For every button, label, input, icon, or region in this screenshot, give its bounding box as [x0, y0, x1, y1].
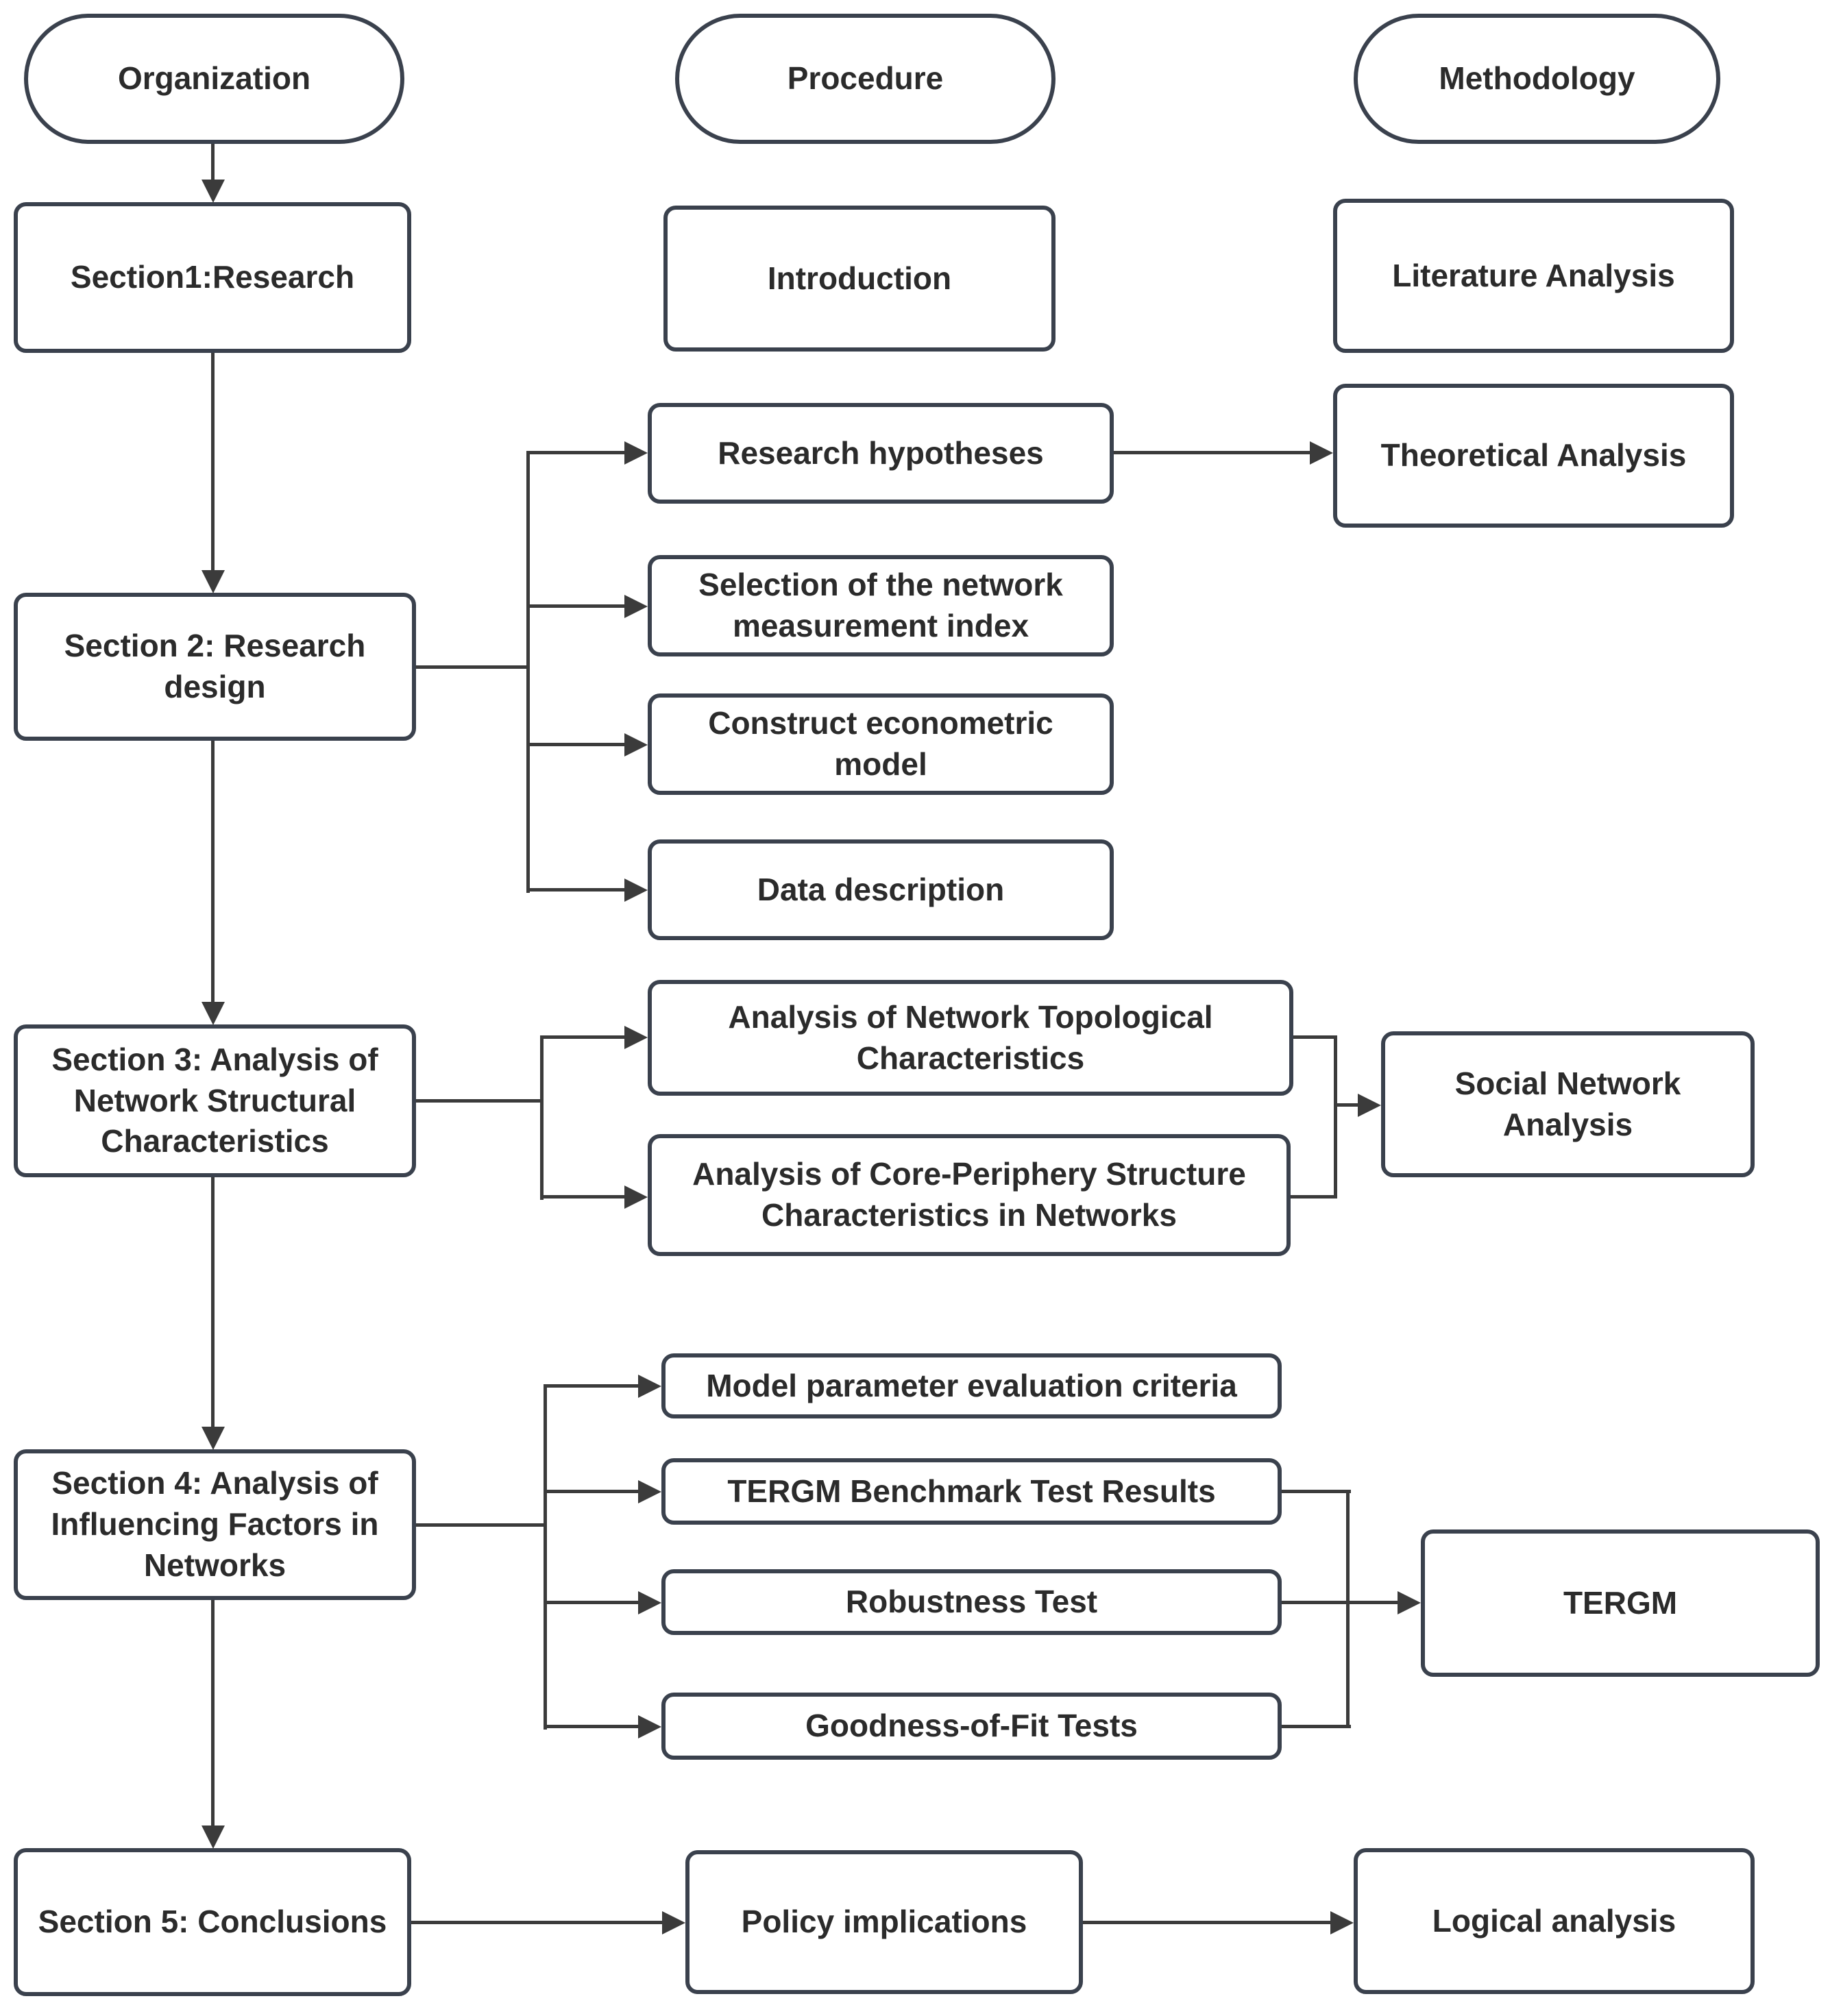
connector-line: [1291, 1195, 1337, 1198]
node-topological-analysis: Analysis of Network Topological Characte…: [648, 980, 1293, 1096]
node-theoretical-analysis: Theoretical Analysis: [1333, 384, 1734, 528]
connector-line: [1282, 1601, 1398, 1604]
connector-line: [1335, 1103, 1358, 1107]
connector-line: [211, 1600, 215, 1826]
connector-line: [411, 1921, 662, 1924]
connector-line: [416, 665, 528, 669]
node-research-hypotheses: Research hypotheses: [648, 403, 1114, 504]
connector-line: [545, 1490, 638, 1493]
arrow-right-icon: [624, 1026, 648, 1049]
pill-procedure: Procedure: [675, 14, 1056, 144]
connector-line: [211, 1177, 215, 1427]
arrow-down-icon: [202, 570, 225, 593]
node-section-1: Section1:Research: [14, 202, 411, 353]
pill-organization: Organization: [24, 14, 404, 144]
node-tergm-benchmark: TERGM Benchmark Test Results: [661, 1458, 1282, 1525]
connector-line: [1282, 1725, 1351, 1728]
arrow-right-icon: [1330, 1911, 1354, 1934]
arrow-right-icon: [624, 595, 648, 618]
connector-line: [544, 1384, 547, 1730]
arrow-right-icon: [638, 1480, 661, 1503]
node-robustness-test: Robustness Test: [661, 1569, 1282, 1635]
arrow-right-icon: [624, 733, 648, 757]
connector-line: [416, 1523, 545, 1527]
connector-line: [211, 144, 215, 180]
connector-line: [528, 604, 624, 608]
arrow-right-icon: [624, 878, 648, 902]
connector-line: [545, 1601, 638, 1604]
arrow-right-icon: [1310, 441, 1333, 465]
node-logical-analysis: Logical analysis: [1354, 1848, 1755, 1994]
node-core-periphery-analysis: Analysis of Core-Periphery Structure Cha…: [648, 1134, 1291, 1256]
pill-methodology: Methodology: [1354, 14, 1720, 144]
connector-line: [211, 741, 215, 1002]
node-social-network-analysis: Social Network Analysis: [1381, 1031, 1755, 1177]
arrow-down-icon: [202, 180, 225, 203]
node-section-4: Section 4: Analysis of Influencing Facto…: [14, 1449, 416, 1600]
node-section-5: Section 5: Conclusions: [14, 1848, 411, 1996]
node-tergm: TERGM: [1421, 1529, 1820, 1677]
node-section-3: Section 3: Analysis of Network Structura…: [14, 1024, 416, 1177]
arrow-down-icon: [202, 1826, 225, 1849]
arrow-down-icon: [202, 1002, 225, 1025]
connector-line: [541, 1035, 624, 1039]
node-goodness-of-fit: Goodness-of-Fit Tests: [661, 1693, 1282, 1760]
connector-line: [541, 1195, 624, 1198]
arrow-down-icon: [202, 1427, 225, 1450]
node-section-2: Section 2: Research design: [14, 593, 416, 741]
arrow-right-icon: [624, 1185, 648, 1209]
arrow-right-icon: [638, 1715, 661, 1738]
node-construct-model: Construct econometric model: [648, 693, 1114, 795]
connector-line: [1293, 1035, 1337, 1039]
arrow-right-icon: [624, 441, 648, 465]
connector-line: [1282, 1490, 1351, 1493]
arrow-right-icon: [638, 1375, 661, 1398]
connector-line: [528, 743, 624, 746]
connector-line: [545, 1384, 638, 1388]
connector-line: [211, 353, 215, 570]
arrow-right-icon: [1398, 1591, 1421, 1614]
connector-line: [528, 888, 624, 892]
node-literature-analysis: Literature Analysis: [1333, 199, 1734, 353]
connector-line: [528, 451, 624, 454]
connector-line: [1083, 1921, 1330, 1924]
connector-line: [540, 1035, 544, 1200]
arrow-right-icon: [638, 1591, 661, 1614]
node-policy-implications: Policy implications: [685, 1850, 1083, 1994]
connector-line: [416, 1099, 541, 1103]
arrow-right-icon: [662, 1911, 685, 1934]
node-model-parameter-criteria: Model parameter evaluation criteria: [661, 1353, 1282, 1418]
arrow-right-icon: [1358, 1094, 1381, 1117]
connector-line: [1334, 1035, 1337, 1198]
node-data-description: Data description: [648, 839, 1114, 940]
connector-line: [526, 451, 530, 893]
connector-line: [1346, 1490, 1350, 1728]
connector-line: [545, 1725, 638, 1728]
node-selection-network-index: Selection of the network measurement ind…: [648, 555, 1114, 656]
node-introduction: Introduction: [663, 206, 1056, 352]
connector-line: [1114, 451, 1310, 454]
